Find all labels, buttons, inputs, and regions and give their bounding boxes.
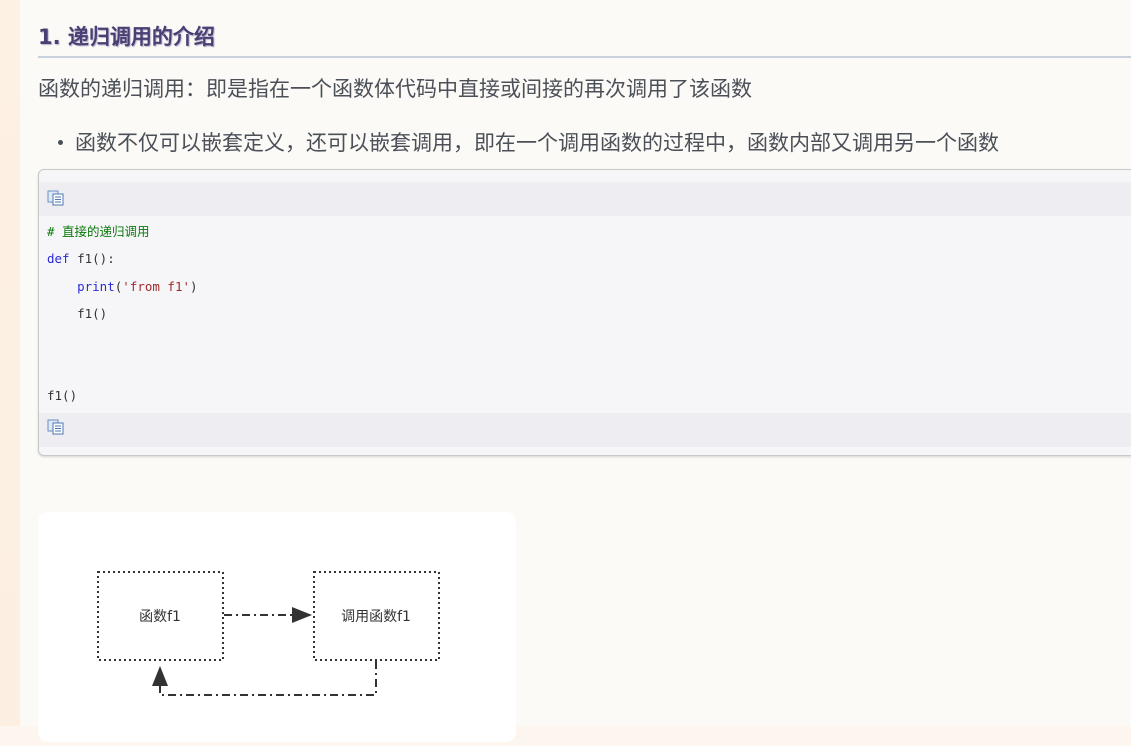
code-print-close: ) [190,278,198,294]
copy-code-icon[interactable] [47,419,65,435]
section-heading: 1. 递归调用的介绍 [38,20,1131,58]
code-def-signature: f1(): [69,251,115,267]
code-outer-call: f1() [47,387,78,403]
bullet-text: 函数不仅可以嵌套定义，还可以嵌套调用，即在一个调用函数的过程中，函数内部又调用另… [75,131,999,155]
code-toolbar-bottom [39,413,1131,447]
box-call-f1 [313,571,440,661]
code-block: # 直接的递归调用 def f1(): print('from f1') f1(… [38,169,1131,456]
box-function-f1-label: 函数f1 [139,609,181,625]
recursion-diagram: 函数f1 调用函数f1 [38,512,516,742]
bullet-item: 函数不仅可以嵌套定义，还可以嵌套调用，即在一个调用函数的过程中，函数内部又调用另… [58,128,999,158]
copy-code-icon[interactable] [47,190,65,206]
box-call-f1-label: 调用函数f1 [341,609,411,625]
section-heading-text: 1. 递归调用的介绍 [38,25,215,49]
box-function-f1 [97,571,224,661]
code-inner-call: f1() [47,305,108,321]
arrow-return-loop [152,661,377,696]
code-keyword-print: print [77,278,115,294]
code-print-open: ( [114,278,123,294]
code-indent [47,279,77,294]
code-text: # 直接的递归调用 def f1(): print('from f1') f1(… [47,218,198,409]
bullet-dot-icon [58,139,63,145]
intro-paragraph: 函数的递归调用：即是指在一个函数体代码中直接或间接的再次调用了该函数 [38,77,752,101]
article-content: 1. 递归调用的介绍 函数的递归调用：即是指在一个函数体代码中直接或间接的再次调… [20,0,1131,742]
code-string: 'from f1' [122,278,191,294]
code-comment: # 直接的递归调用 [47,224,150,239]
code-toolbar-top [39,182,1131,216]
recursion-diagram-svg: 函数f1 调用函数f1 [97,571,440,696]
code-keyword-def: def [47,251,70,267]
